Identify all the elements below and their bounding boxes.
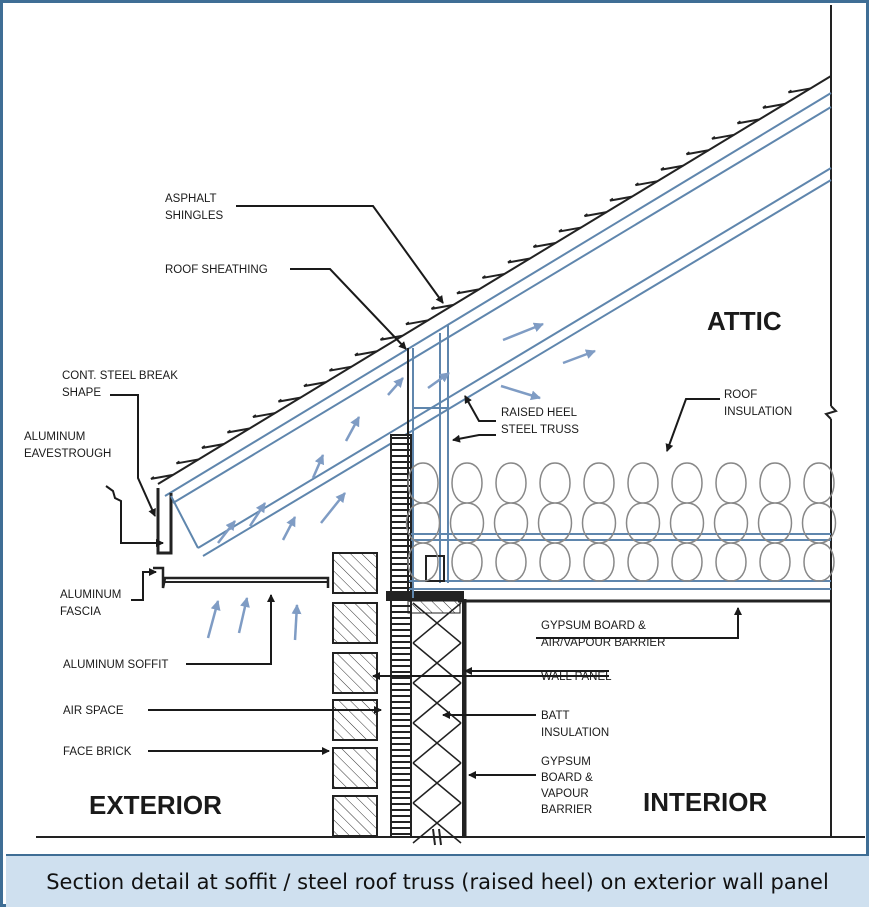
airflow-arrow bbox=[344, 416, 361, 442]
airflow-arrows bbox=[206, 322, 596, 641]
shingle-tick bbox=[150, 473, 174, 480]
roof-insulation-loops bbox=[405, 462, 837, 582]
label-batt-insulation-2: INSULATION bbox=[541, 727, 609, 739]
shingle-ticks bbox=[150, 87, 811, 480]
shingle-tick bbox=[430, 303, 454, 310]
batt-insulation-pattern bbox=[412, 602, 462, 844]
wall-panel bbox=[390, 434, 467, 846]
label-gypsum-wall-2: BOARD & bbox=[541, 772, 593, 784]
label-raised-heel-2: STEEL TRUSS bbox=[501, 424, 579, 436]
airflow-arrow bbox=[281, 516, 297, 541]
face-brick bbox=[332, 552, 378, 594]
shingle-tick bbox=[685, 149, 709, 156]
label-fascia-2: FASCIA bbox=[60, 606, 101, 618]
shingle-tick bbox=[303, 381, 327, 388]
shingle-tick bbox=[558, 226, 582, 233]
airflow-arrow bbox=[387, 377, 404, 396]
label-eavestrough-1: ALUMINUM bbox=[24, 431, 85, 443]
face-brick bbox=[332, 795, 378, 837]
airflow-arrow bbox=[500, 384, 541, 401]
shingle-tick bbox=[328, 365, 352, 372]
label-gypsum-ceiling-1: GYPSUM BOARD & bbox=[541, 620, 646, 632]
face-brick bbox=[332, 747, 378, 789]
shingle-tick bbox=[532, 242, 556, 249]
label-asphalt-shingles-1: ASPHALT bbox=[165, 193, 217, 205]
label-gypsum-ceiling-2: AIR/VAPOUR BARRIER bbox=[541, 637, 665, 649]
shingle-tick bbox=[762, 102, 786, 109]
shingle-tick bbox=[277, 396, 301, 403]
shingle-tick bbox=[787, 87, 811, 94]
airflow-arrow bbox=[291, 604, 302, 641]
face-brick bbox=[332, 602, 378, 644]
caption-bar: Section detail at soffit / steel roof tr… bbox=[6, 854, 869, 907]
zone-exterior: EXTERIOR bbox=[89, 790, 222, 820]
airflow-arrow bbox=[320, 492, 346, 524]
label-wall-panel: WALL PANEL bbox=[541, 671, 612, 683]
label-eavestrough-2: EAVESTROUGH bbox=[24, 448, 111, 460]
airflow-arrow bbox=[562, 349, 596, 365]
label-steel-break-1: CONT. STEEL BREAK bbox=[62, 370, 178, 382]
face-brick bbox=[332, 652, 378, 694]
label-steel-break-2: SHAPE bbox=[62, 387, 101, 399]
label-face-brick: FACE BRICK bbox=[63, 746, 132, 758]
shingle-tick bbox=[252, 412, 276, 419]
shingle-tick bbox=[405, 319, 429, 326]
label-soffit: ALUMINUM SOFFIT bbox=[63, 659, 168, 671]
roof-assembly bbox=[150, 75, 832, 557]
face-brick bbox=[332, 699, 378, 741]
leader-lines bbox=[105, 205, 742, 779]
shingle-tick bbox=[736, 118, 760, 125]
label-gypsum-wall-1: GYPSUM bbox=[541, 756, 591, 768]
label-raised-heel-1: RAISED HEEL bbox=[501, 407, 578, 419]
label-asphalt-shingles-2: SHINGLES bbox=[165, 210, 223, 222]
shingle-tick bbox=[507, 257, 531, 264]
airflow-arrow bbox=[248, 502, 267, 527]
airflow-arrow bbox=[206, 600, 221, 639]
raised-heel-truss bbox=[407, 325, 449, 598]
airflow-arrow bbox=[237, 597, 250, 634]
labels: ASPHALT SHINGLES ROOF SHEATHING CONT. ST… bbox=[24, 193, 792, 820]
shingle-tick bbox=[634, 180, 658, 187]
airflow-arrow bbox=[427, 371, 450, 390]
shingle-tick bbox=[583, 211, 607, 218]
label-batt-insulation-1: BATT bbox=[541, 710, 570, 722]
shingle-tick bbox=[354, 350, 378, 357]
caption-text: Section detail at soffit / steel roof tr… bbox=[46, 869, 829, 894]
shingle-tick bbox=[456, 288, 480, 295]
label-roof-insulation-1: ROOF bbox=[724, 389, 757, 401]
label-roof-insulation-2: INSULATION bbox=[724, 406, 792, 418]
shingle-tick bbox=[609, 195, 633, 202]
shingle-tick bbox=[226, 427, 250, 434]
airflow-arrow bbox=[502, 322, 544, 342]
face-brick-column bbox=[332, 552, 378, 837]
airflow-arrow bbox=[311, 454, 325, 479]
label-gypsum-wall-4: BARRIER bbox=[541, 804, 592, 816]
label-air-space: AIR SPACE bbox=[63, 705, 124, 717]
zone-interior: INTERIOR bbox=[643, 787, 767, 817]
shingle-tick bbox=[175, 458, 199, 465]
shingle-tick bbox=[201, 443, 225, 449]
label-fascia-1: ALUMINUM bbox=[60, 589, 121, 601]
eave-assembly bbox=[153, 488, 330, 589]
airflow-arrow bbox=[217, 520, 236, 544]
label-gypsum-wall-3: VAPOUR bbox=[541, 788, 589, 800]
shingle-tick bbox=[481, 272, 505, 279]
zone-attic: ATTIC bbox=[707, 306, 782, 336]
section-drawing: ASPHALT SHINGLES ROOF SHEATHING CONT. ST… bbox=[24, 5, 865, 846]
shingle-tick bbox=[711, 133, 735, 140]
label-roof-sheathing: ROOF SHEATHING bbox=[165, 264, 268, 276]
shingle-tick bbox=[660, 164, 684, 171]
